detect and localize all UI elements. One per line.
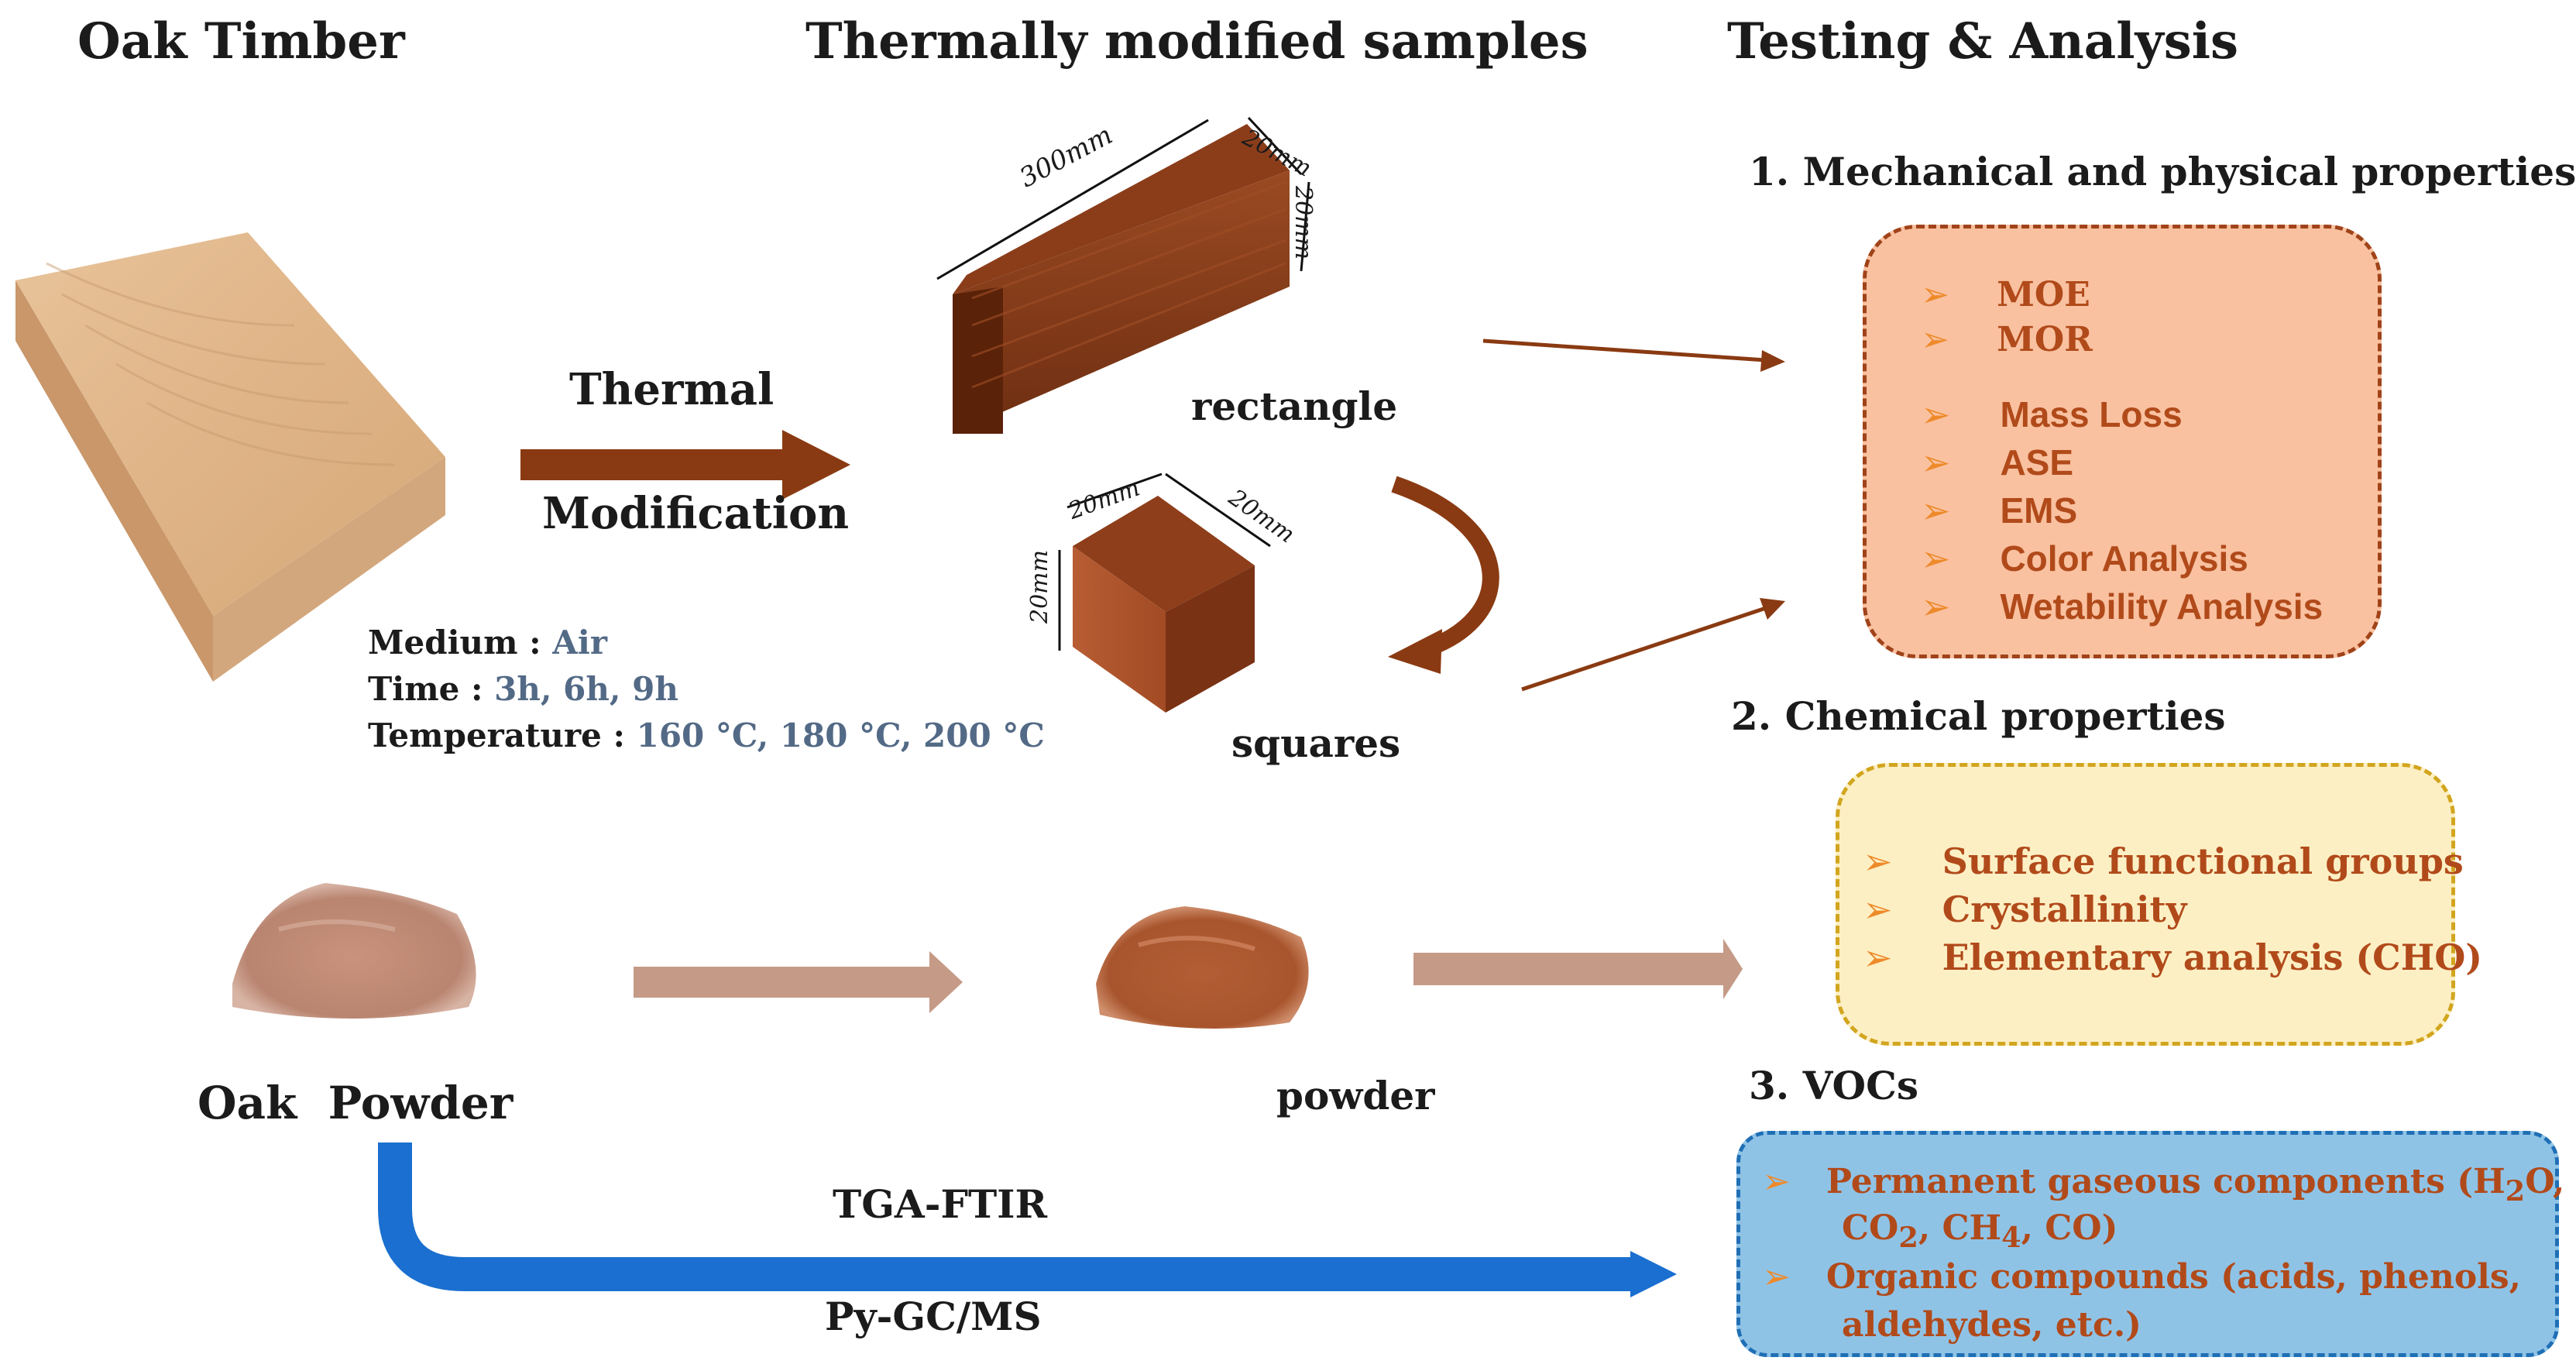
item-text-post: O, (2525, 1162, 2565, 1201)
powder-arrow-1 (634, 951, 963, 1013)
ch-text: , CH (1918, 1208, 2002, 1248)
condition-time: Time : 3h, 6h, 9h (368, 670, 678, 708)
bullet-icon: ➢ (1863, 888, 1893, 930)
item-text: Organic compounds (acids, phenols, (1826, 1257, 2521, 1297)
section3-box (1736, 1131, 2559, 1357)
dim-rect-height: 20mm (1290, 186, 1317, 260)
item-text-sub: 2 (2505, 1173, 2526, 1208)
item-text: ASE (2000, 442, 2074, 483)
tail-text: , CO) (2021, 1208, 2118, 1248)
label-tga-ftir: TGA-FTIR (833, 1181, 1048, 1227)
section1-item-wetability: ➢ Wetability Analysis (1921, 586, 2323, 627)
item-text: Mass Loss (2000, 394, 2183, 435)
label-squares: squares (1231, 720, 1401, 766)
item-text: MOR (1997, 320, 2093, 359)
bullet-icon: ➢ (1762, 1162, 1791, 1201)
rectangle-sample (936, 116, 1310, 434)
label-powder: powder (1276, 1073, 1435, 1118)
section1-item-ase: ➢ ASE (1921, 442, 2073, 483)
co-sub: 2 (1898, 1220, 1918, 1254)
item-text: Surface functional groups (1942, 840, 2464, 882)
item-text: Color Analysis (2000, 538, 2248, 579)
section1-item-mor: ➢ MOR (1921, 320, 2093, 359)
arrow-to-box1-top (1482, 338, 1785, 372)
condition-medium: Medium : Air (368, 624, 607, 661)
temp-value: 160 °C, 180 °C, 200 °C (636, 716, 1045, 754)
oak-timber-plank (15, 232, 445, 682)
section3-item-organic: ➢ Organic compounds (acids, phenols, (1762, 1257, 2521, 1297)
item-text: MOE (1997, 275, 2090, 314)
powder-arrow-2 (1413, 939, 1743, 999)
section2-item-surface: ➢ Surface functional groups (1863, 840, 2464, 882)
thermal-label: Thermal (569, 364, 775, 415)
section1-item-ems: ➢ EMS (1921, 490, 2077, 531)
item-text: Wetability Analysis (2000, 586, 2324, 627)
label-oak-powder: Oak Powder (197, 1077, 513, 1129)
section2-box (1836, 763, 2455, 1046)
bullet-icon: ➢ (1921, 490, 1951, 531)
section2-item-elementary: ➢ Elementary analysis (CHO) (1863, 936, 2482, 978)
section3-title: 3. VOCs (1749, 1063, 1919, 1108)
modified-powder-pile (1096, 906, 1309, 1029)
arrow-to-box1-bottom (1521, 598, 1785, 692)
thermal-arrow (520, 430, 850, 500)
medium-sep: : (529, 624, 541, 661)
bullet-icon: ➢ (1921, 442, 1951, 483)
bullet-icon: ➢ (1921, 320, 1949, 359)
medium-label: Medium (368, 624, 518, 661)
curved-arrow (1388, 476, 1499, 674)
time-sep: : (471, 670, 483, 708)
bullet-icon: ➢ (1921, 538, 1951, 579)
co-text: CO (1842, 1208, 1899, 1248)
ch-sub: 4 (2001, 1220, 2021, 1254)
section3-item-gaseous-line2: CO2, CH4, CO) (1842, 1208, 2117, 1254)
bullet-icon: ➢ (1921, 586, 1951, 627)
section2-title: 2. Chemical properties (1731, 693, 2226, 739)
item-text-pre: Permanent gaseous components (H (1826, 1162, 2506, 1201)
header-thermally-modified: Thermally modified samples (805, 12, 1589, 70)
temp-sep: : (613, 716, 625, 754)
time-label: Time (368, 670, 460, 708)
label-rectangle: rectangle (1191, 383, 1398, 429)
item-text: EMS (2000, 490, 2078, 531)
temp-label: Temperature (368, 716, 602, 754)
modification-label: Modification (542, 488, 850, 539)
header-testing-analysis: Testing & Analysis (1727, 12, 2239, 70)
bullet-icon: ➢ (1921, 275, 1949, 314)
section1-box (1863, 225, 2382, 658)
bullet-icon: ➢ (1863, 840, 1893, 882)
section3-item-organic-line2: aldehydes, etc.) (1842, 1305, 2142, 1345)
section1-title: 1. Mechanical and physical properties (1749, 149, 2576, 194)
bullet-icon: ➢ (1921, 393, 1951, 435)
dim-cube-c: 20mm (1026, 549, 1053, 624)
label-py-gc-ms: Py-GC/MS (825, 1294, 1042, 1339)
condition-temperature: Temperature : 160 °C, 180 °C, 200 °C (368, 716, 1045, 754)
bullet-icon: ➢ (1863, 936, 1893, 978)
section2-item-crystallinity: ➢ Crystallinity (1863, 888, 2186, 930)
item-text: Crystallinity (1942, 888, 2187, 930)
section3-item-gaseous: ➢ Permanent gaseous components (H2O, (1762, 1162, 2564, 1208)
bullet-icon: ➢ (1762, 1257, 1791, 1297)
header-oak-timber: Oak Timber (77, 12, 405, 70)
oak-powder-pile (232, 883, 476, 1019)
item-text: Elementary analysis (CHO) (1942, 936, 2483, 978)
medium-value: Air (552, 624, 607, 661)
time-value: 3h, 6h, 9h (494, 670, 678, 708)
section1-item-mass-loss: ➢ Mass Loss (1921, 393, 2183, 435)
blue-path-arrow (378, 1142, 1677, 1297)
section1-item-moe: ➢ MOE (1921, 275, 2090, 314)
cube-sample (1058, 472, 1271, 713)
section1-item-color: ➢ Color Analysis (1921, 538, 2248, 579)
